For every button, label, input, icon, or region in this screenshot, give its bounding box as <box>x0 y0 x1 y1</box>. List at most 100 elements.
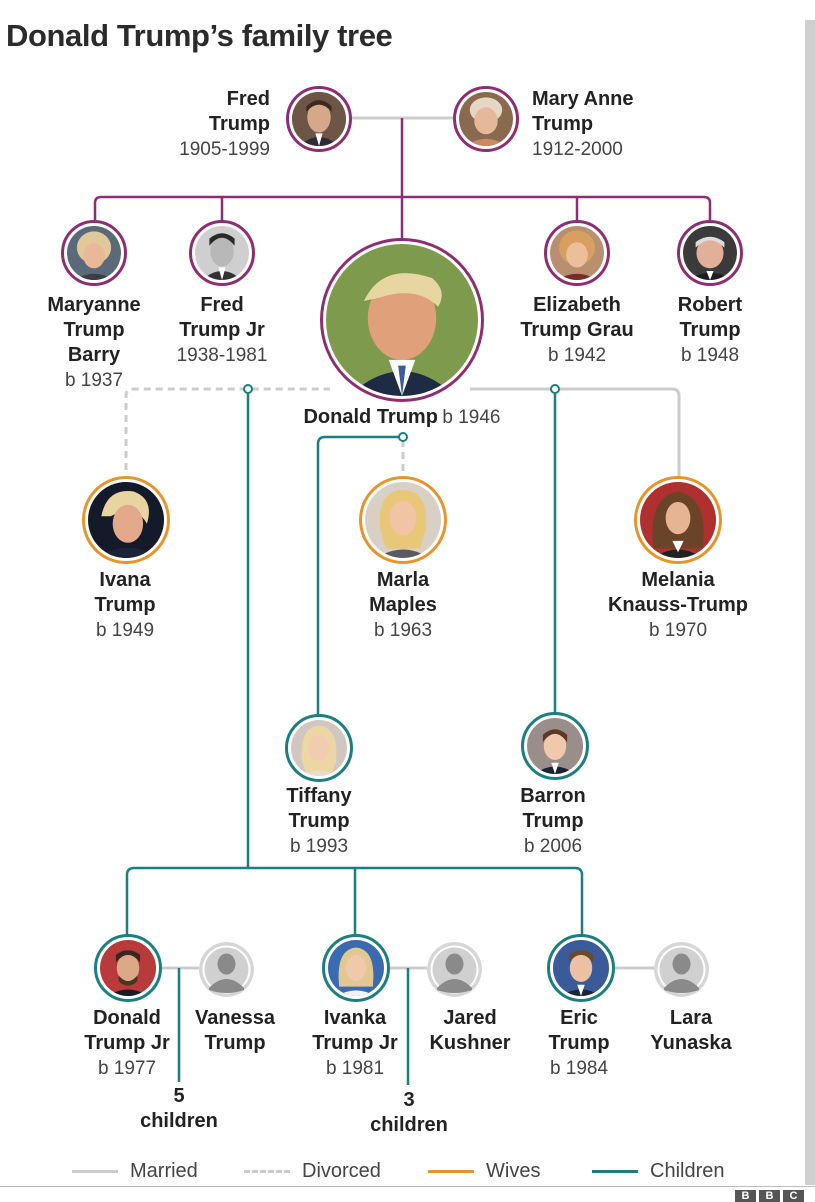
lara-yunaska-label: Lara Yunaska <box>636 1006 746 1056</box>
fred-trump-photo <box>286 86 352 152</box>
eric-name-1: Eric <box>560 1007 598 1029</box>
mary-anne-trump-photo <box>453 86 519 152</box>
legend-children-label: Children <box>650 1159 725 1182</box>
donald-jr-children-count: 5 children <box>120 1084 238 1134</box>
ivana-name-2: Trump <box>94 594 156 616</box>
maryanne-trump-barry-photo <box>61 220 127 286</box>
person-placeholder-icon <box>427 942 482 997</box>
ivanka-name-1: Ivanka <box>323 1007 387 1029</box>
ivana-trump-label: Ivana Trump b 1949 <box>60 568 190 643</box>
maryanne-name-2: Trump <box>63 319 125 341</box>
maryanne-trump-barry-label: Maryanne Trump Barry b 1937 <box>30 293 158 393</box>
divorced-line-ivana <box>124 387 330 470</box>
robert-name-2: Trump <box>679 319 741 341</box>
lara-name-1: Lara <box>669 1007 713 1029</box>
legend-wives-swatch <box>428 1169 474 1173</box>
donald-marriage-lines <box>124 387 681 478</box>
eric-trump-photo <box>547 934 615 1002</box>
legend: Married Divorced Wives Children <box>0 1158 805 1184</box>
parents-children-lines <box>93 118 712 240</box>
elizabeth-dates: b 1942 <box>547 345 607 366</box>
tiffany-dates: b 1993 <box>289 836 349 857</box>
elizabeth-trump-grau-photo <box>544 220 610 286</box>
fred-trump-jr-label: Fred Trump Jr 1938-1981 <box>160 293 284 368</box>
ivana-dates: b 1949 <box>95 620 155 641</box>
donald-trump-name: Donald Trump <box>303 406 438 428</box>
jared-kushner-photo <box>427 942 482 997</box>
maryanne-dates: b 1937 <box>64 370 124 391</box>
ivanka-name-2: Trump Jr <box>312 1032 398 1054</box>
maryanne-name-3: Barry <box>67 344 121 366</box>
fred-jr-dates: 1938-1981 <box>176 345 268 366</box>
eric-trump-label: Eric Trump b 1984 <box>520 1006 638 1081</box>
bbc-logo: B B C <box>735 1190 804 1202</box>
donald-trump-label: Donald Trump b 1946 <box>250 405 554 431</box>
tiffany-trump-photo <box>285 714 353 782</box>
vanessa-trump-label: Vanessa Trump <box>180 1006 290 1056</box>
lara-name-2: Yunaska <box>650 1032 732 1054</box>
lara-yunaska-photo <box>654 942 709 997</box>
donald-trump-jr-label: Donald Trump Jr b 1977 <box>62 1006 192 1081</box>
ivana-trump-photo <box>82 476 170 564</box>
barron-trump-photo <box>521 712 589 780</box>
person-placeholder-icon <box>199 942 254 997</box>
bbc-logo-letter: C <box>783 1190 804 1202</box>
children-nodes <box>243 384 560 442</box>
donald-jr-name-1: Donald <box>93 1007 161 1029</box>
jared-kushner-label: Jared Kushner <box>415 1006 525 1056</box>
mary-anne-trump-name-1: Mary Anne <box>532 88 634 110</box>
barron-name-1: Barron <box>520 785 586 807</box>
donald-jr-children-text: children <box>140 1110 218 1132</box>
legend-children-swatch <box>592 1169 638 1173</box>
robert-trump-photo <box>677 220 743 286</box>
married-line-melania <box>470 387 681 478</box>
barron-trump-label: Barron Trump b 2006 <box>494 784 612 859</box>
legend-married: Married <box>72 1158 198 1184</box>
tiffany-name-2: Trump <box>288 810 350 832</box>
robert-dates: b 1948 <box>680 345 740 366</box>
fred-jr-name-1: Fred <box>200 294 244 316</box>
ivanka-trump-label: Ivanka Trump Jr b 1981 <box>290 1006 420 1081</box>
legend-wives: Wives <box>428 1158 540 1184</box>
melania-knauss-trump-label: Melania Knauss-Trump b 1970 <box>590 568 766 643</box>
person-placeholder-icon <box>654 942 709 997</box>
mary-anne-trump-name-2: Trump <box>532 113 594 135</box>
legend-wives-label: Wives <box>486 1159 541 1182</box>
fred-jr-name-2: Trump Jr <box>179 319 265 341</box>
legend-married-label: Married <box>130 1159 198 1182</box>
vanessa-name-1: Vanessa <box>194 1007 276 1029</box>
legend-divorced-swatch <box>244 1169 290 1173</box>
legend-divorced: Divorced <box>244 1158 381 1184</box>
children-lines <box>125 389 584 935</box>
ivanka-children-number: 3 <box>403 1089 415 1111</box>
ivanka-children-count: 3 children <box>350 1088 468 1138</box>
bottom-edge-strip <box>0 1186 815 1201</box>
ivanka-dates: b 1981 <box>325 1058 385 1079</box>
elizabeth-trump-grau-label: Elizabeth Trump Grau b 1942 <box>510 293 644 368</box>
fred-trump-name-1: Fred <box>226 88 270 110</box>
mary-anne-trump-label: Mary Anne Trump 1912-2000 <box>532 87 634 162</box>
fred-trump-dates: 1905-1999 <box>179 139 270 160</box>
maryanne-name-1: Maryanne <box>47 294 141 316</box>
ivanka-trump-photo <box>322 934 390 1002</box>
ivana-name-1: Ivana <box>99 569 151 591</box>
melania-knauss-trump-photo <box>634 476 722 564</box>
jared-name-1: Jared <box>443 1007 497 1029</box>
fred-trump-label: Fred Trump 1905-1999 <box>179 87 270 162</box>
eric-dates: b 1984 <box>549 1058 609 1079</box>
mary-anne-trump-dates: 1912-2000 <box>532 139 623 160</box>
fred-trump-jr-photo <box>189 220 255 286</box>
melania-dates: b 1970 <box>648 620 708 641</box>
tiffany-name-1: Tiffany <box>286 785 352 807</box>
elizabeth-name-2: Trump Grau <box>520 319 634 341</box>
vanessa-trump-photo <box>199 942 254 997</box>
marla-maples-photo <box>359 476 447 564</box>
legend-divorced-label: Divorced <box>302 1159 381 1182</box>
fred-trump-name-2: Trump <box>208 113 270 135</box>
legend-married-swatch <box>72 1169 118 1173</box>
donald-trump-photo <box>320 238 484 402</box>
melania-name-1: Melania <box>641 569 715 591</box>
jared-name-2: Kushner <box>429 1032 511 1054</box>
donald-jr-children-number: 5 <box>173 1085 185 1107</box>
legend-children: Children <box>592 1158 724 1184</box>
